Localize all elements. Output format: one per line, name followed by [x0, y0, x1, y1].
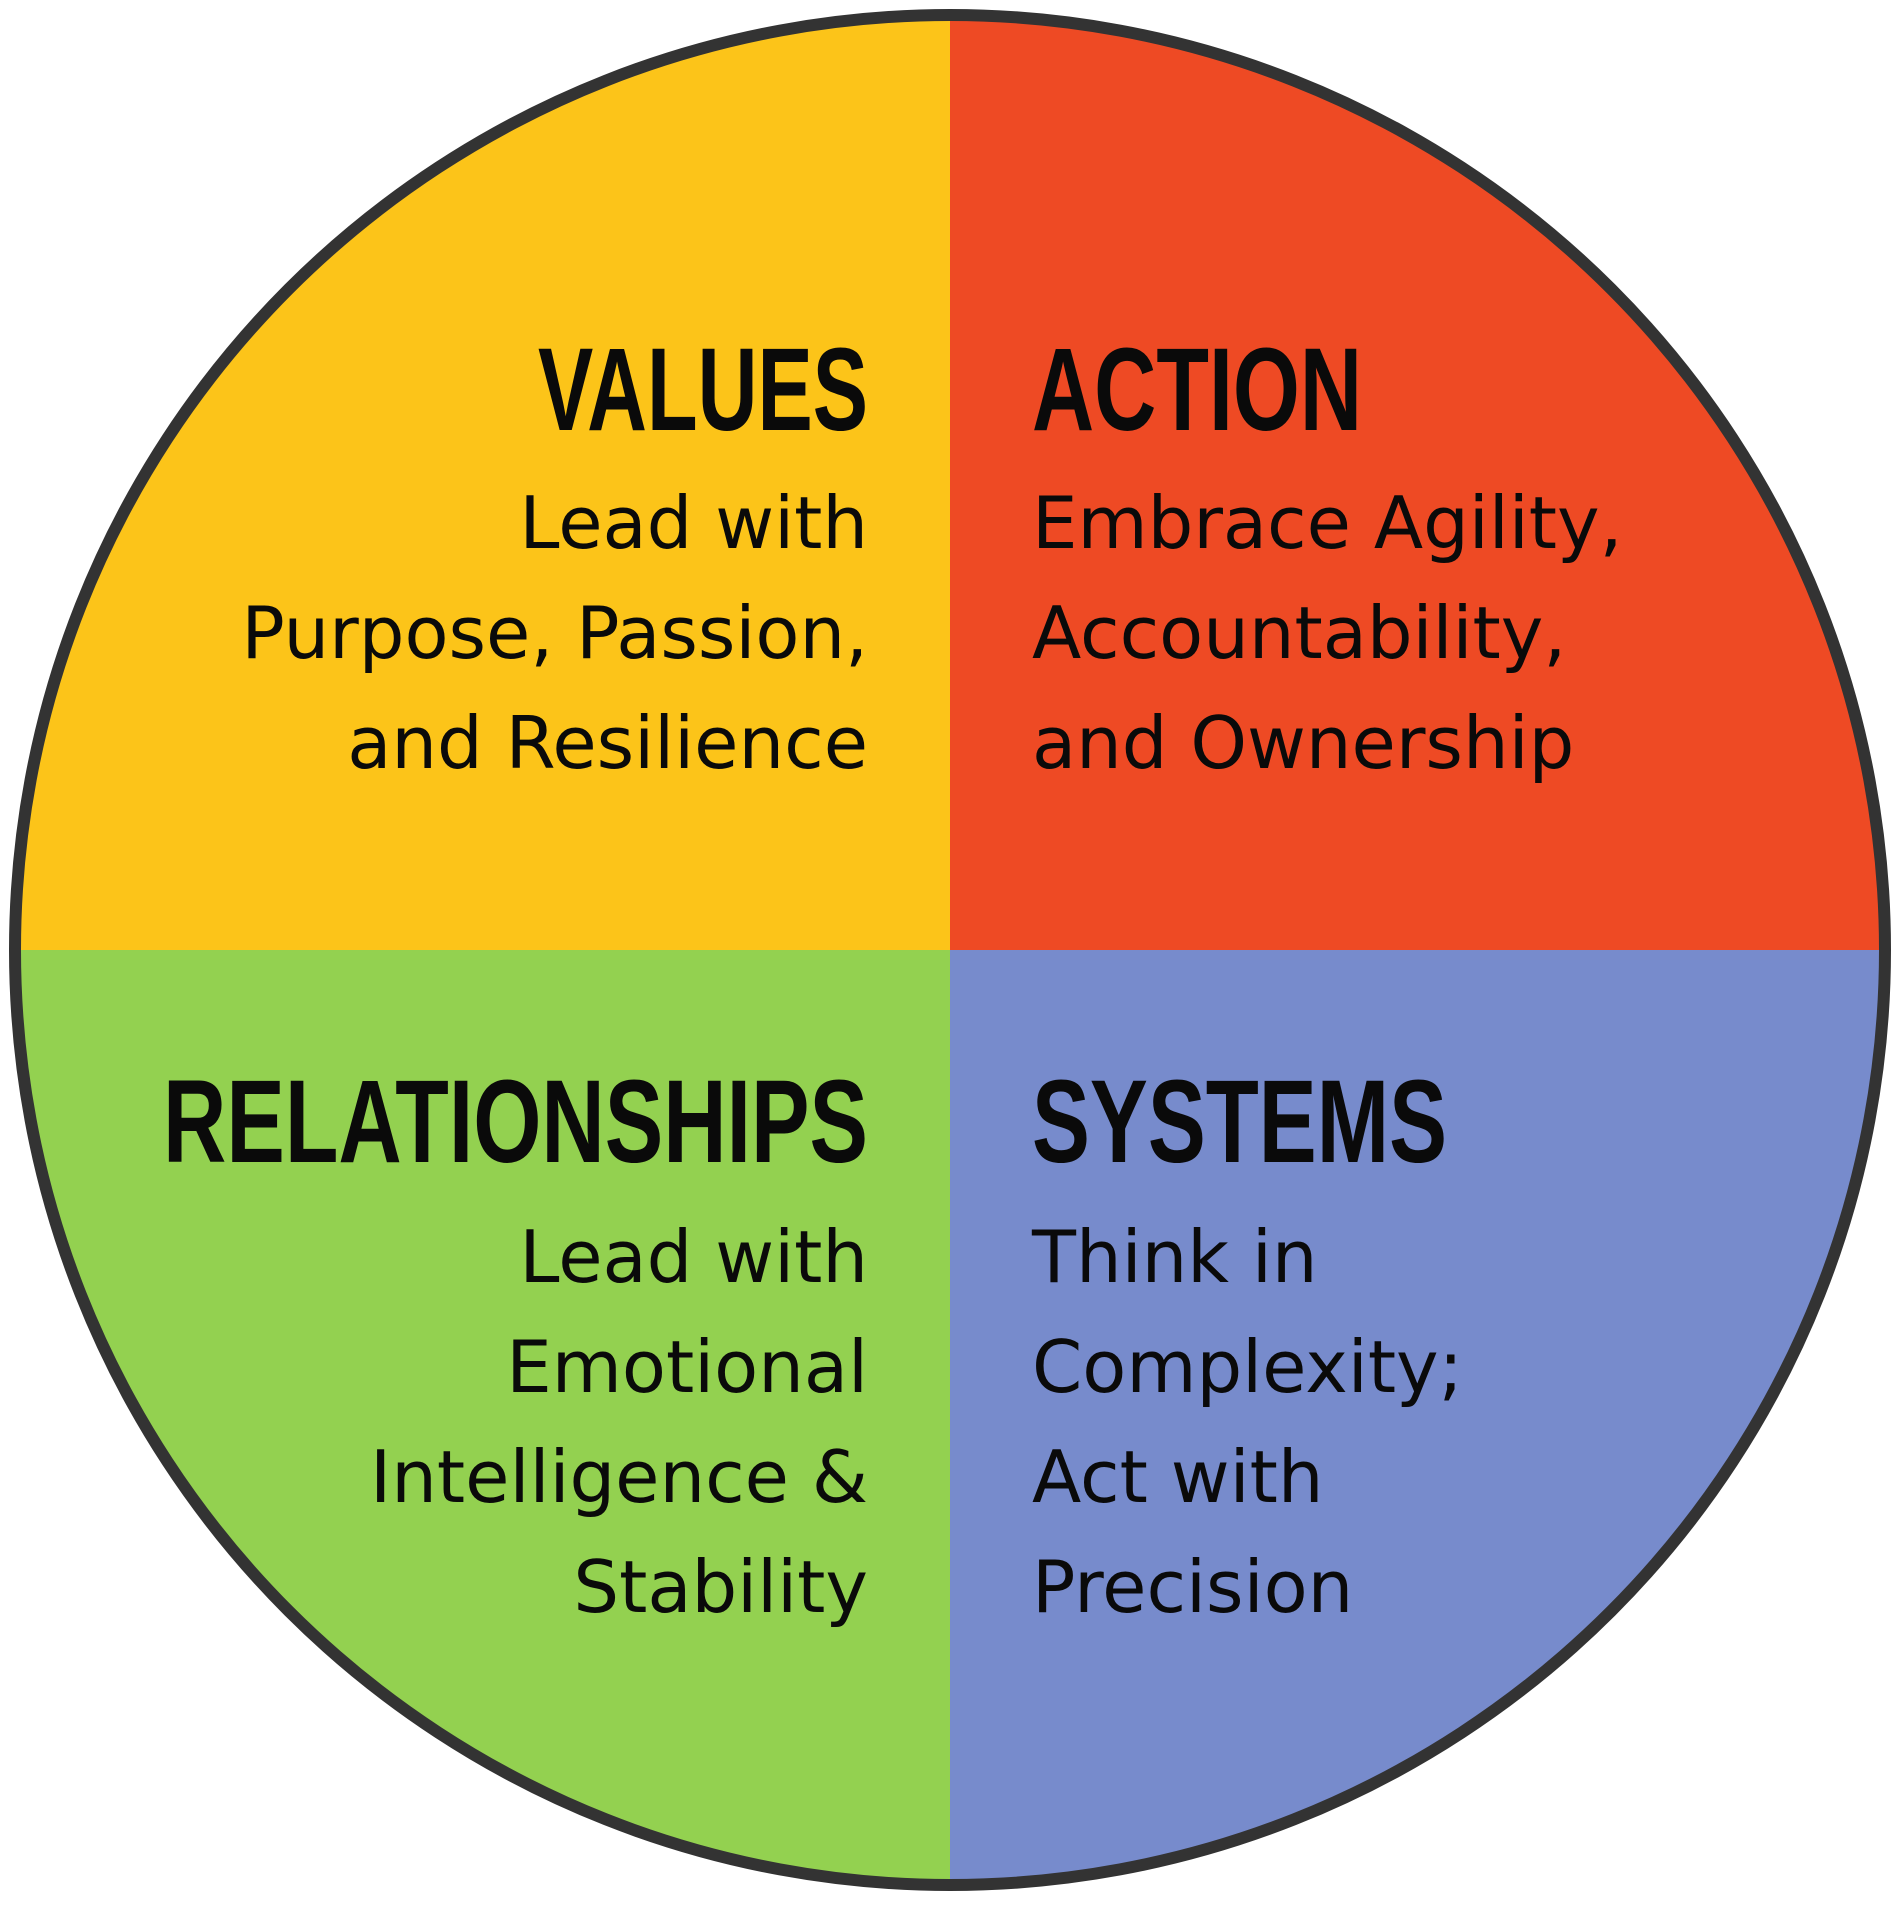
action-line-3: and Ownership — [1032, 701, 1574, 785]
circle-outline — [9, 9, 1891, 1891]
values-block: VALUES Lead with Purpose, Passion, and R… — [241, 324, 868, 785]
relationships-line-1: Lead with — [519, 1215, 868, 1299]
systems-line-2: Complexity; — [1032, 1325, 1463, 1409]
action-title: ACTION — [1032, 324, 1362, 456]
systems-block: SYSTEMS Think in Complexity; Act with Pr… — [1031, 1056, 1463, 1629]
systems-line-3: Act with — [1032, 1435, 1323, 1519]
relationships-line-3: Intelligence & — [370, 1435, 868, 1519]
values-line-1: Lead with — [519, 481, 868, 565]
action-line-2: Accountability, — [1032, 591, 1566, 675]
relationships-title: RELATIONSHIPS — [163, 1056, 868, 1188]
relationships-line-4: Stability — [573, 1545, 868, 1629]
values-line-3: and Resilience — [347, 701, 868, 785]
action-line-1: Embrace Agility, — [1032, 481, 1623, 565]
relationships-block: RELATIONSHIPS Lead with Emotional Intell… — [163, 1056, 868, 1629]
values-line-2: Purpose, Passion, — [241, 591, 868, 675]
systems-line-1: Think in — [1031, 1215, 1317, 1299]
relationships-line-2: Emotional — [506, 1325, 868, 1409]
values-title: VALUES — [538, 324, 868, 456]
systems-line-4: Precision — [1032, 1545, 1353, 1629]
action-block: ACTION Embrace Agility, Accountability, … — [1032, 324, 1623, 785]
systems-title: SYSTEMS — [1032, 1056, 1447, 1188]
